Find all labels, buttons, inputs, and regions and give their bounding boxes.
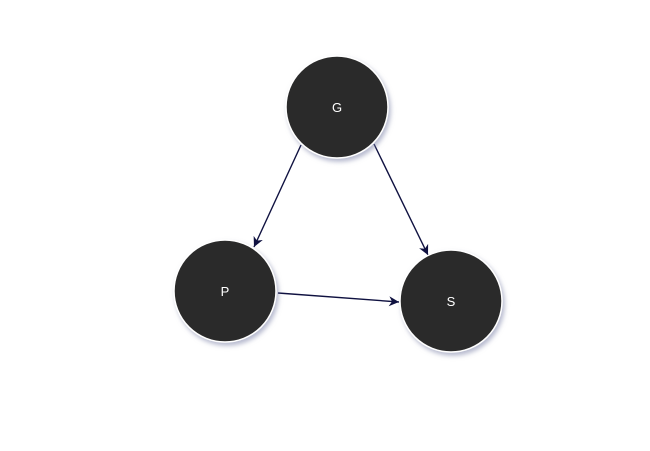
node-g-circle (285, 55, 389, 159)
node-p-label: P (221, 284, 230, 299)
edge-g-to-p (253, 144, 302, 248)
node-p[interactable]: P (173, 239, 277, 343)
edge-p-to-s (277, 292, 400, 307)
node-s-label: S (447, 294, 456, 309)
edges-layer (253, 143, 429, 307)
node-s[interactable]: S (399, 249, 503, 353)
node-s-circle (399, 249, 503, 353)
node-g-label: G (332, 100, 342, 115)
edge-g-to-s (373, 143, 429, 256)
node-g[interactable]: G (285, 55, 389, 159)
nodes-layer: G P S (173, 55, 503, 353)
node-p-circle (173, 239, 277, 343)
